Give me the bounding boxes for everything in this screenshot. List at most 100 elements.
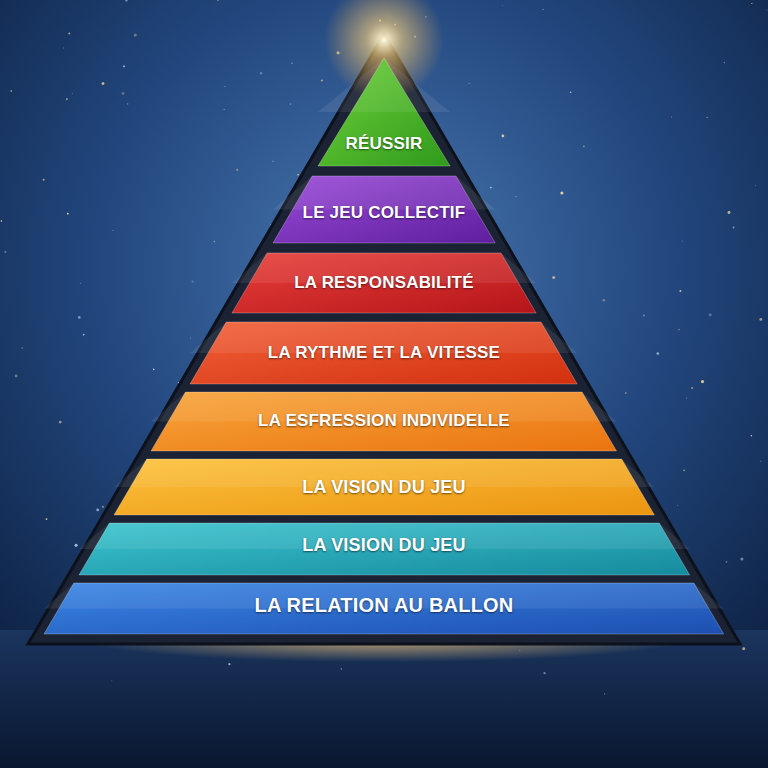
band-label-wrap: RÉUSSIR [318,133,450,154]
sparkle [701,380,704,383]
sparkle [706,117,707,118]
band-sheen [318,58,450,112]
band-label: LA RELATION AU BALLON [254,594,513,616]
sparkle [733,227,735,229]
sparkle [260,72,262,74]
sparkle [67,213,69,215]
band-fill [44,583,724,634]
sparkle [272,160,274,162]
sparkle [102,82,105,85]
band-label-wrap: LE JEU COLLECTIF [273,202,495,223]
band-label-wrap: LA RYTHME ET LA VITESSE [190,342,577,363]
sparkle [759,318,762,321]
sparkle [552,276,555,279]
sparkle [755,184,757,186]
band-fill [273,176,495,243]
pyramid-outline [28,34,740,644]
sparkle [224,109,225,110]
pyramid-band: LA ESFRESSION INDIVIDELLE [151,392,617,451]
sparkles [1,0,768,694]
pyramid-band: LE JEU COLLECTIF [273,176,495,243]
sparkle [43,179,45,181]
pyramid-band: LA RESPONSABILITÉ [232,253,536,313]
sparkle [643,315,645,317]
sparkle [686,397,687,398]
sparkle [153,369,155,371]
sparkle [96,508,99,511]
sparkle [515,196,516,197]
sparkle [123,65,125,67]
sparkle [603,299,605,301]
band-label: LA VISION DU JEU [302,477,466,497]
sparkle [134,34,137,37]
sparkle [191,280,193,282]
sparkle [543,672,545,674]
sparkle [10,90,12,92]
sparkle [80,283,81,284]
sparkle [127,103,128,104]
sparkle [66,98,68,100]
sparkle [583,145,585,147]
sparkle [560,191,563,194]
sparkle [502,135,505,138]
band-fill [114,459,654,515]
sparkle [224,86,225,87]
band-label-wrap: LA ESFRESSION INDIVIDELLE [151,410,617,431]
band-fill [79,523,690,575]
pyramid-band: LA RELATION AU BALLON [44,583,724,634]
sparkle [656,352,659,355]
sparkle [341,668,342,669]
sparkle [469,83,470,84]
sparkle [71,93,73,95]
sparkle [691,387,693,389]
band-label-wrap: LA RELATION AU BALLON [44,593,724,619]
sparkle [751,3,752,4]
sparkle [83,334,85,336]
sparkle [519,650,520,651]
band-fill [190,322,577,384]
sparkle [321,79,323,81]
sparkle [766,9,768,11]
band-label-wrap: LA RESPONSABILITÉ [232,272,536,293]
sparkle [740,558,743,561]
band-label: LA VISION DU JEU [302,535,466,555]
sparkle [122,92,125,95]
sparkle [604,693,605,694]
sparkle [78,316,81,319]
sparkle [683,470,685,472]
sparkle [46,518,48,520]
sparkle [490,187,492,189]
sparkle [723,62,725,64]
band-label-wrap: LA VISION DU JEU [79,534,690,557]
sparkle [751,435,752,436]
sparkle [291,62,293,64]
band-label: RÉUSSIR [345,134,422,153]
sparkle [290,103,292,105]
band-fill [318,58,450,166]
sparkle [63,47,64,48]
sparkle [59,421,62,424]
band-label: LA RESPONSABILITÉ [294,273,473,292]
sparkle [742,647,745,650]
sparkle [125,0,127,2]
sparkle [214,241,215,242]
sparkle [4,251,6,253]
band-fill [151,392,617,451]
sparkle [236,169,238,171]
pyramid-band: LA VISION DU JEU [114,459,654,515]
pyramid-band: LA VISION DU JEU [79,523,690,575]
band-label-wrap: LA VISION DU JEU [114,476,654,499]
sparkle [671,116,673,118]
pyramid-band: RÉUSSIR [318,58,450,166]
sparkle [502,4,504,6]
sparkle [679,290,681,292]
sparkle [102,506,104,508]
sparkle [682,240,683,241]
sparkle [112,230,113,231]
sparkle [217,0,219,1]
pyramid-band: LA RYTHME ET LA VITESSE [190,322,577,384]
sparkle [625,392,627,394]
sparkle [21,347,23,349]
